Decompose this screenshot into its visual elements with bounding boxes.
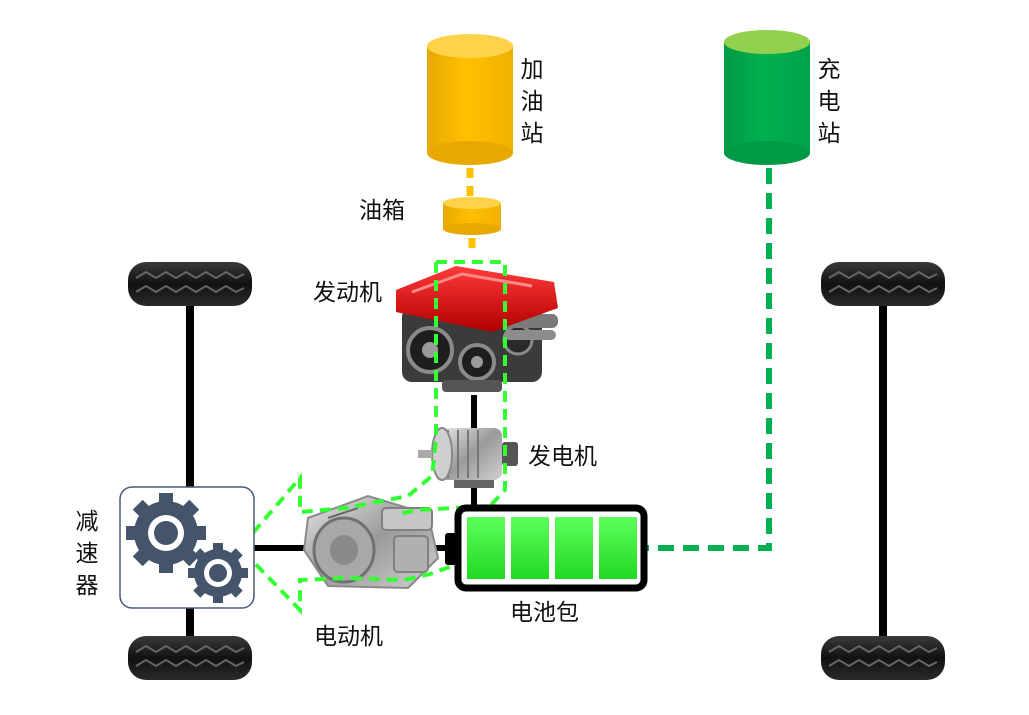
tire-icon <box>821 636 945 680</box>
battery-cell <box>467 517 505 579</box>
battery-pack-label: 电池包 <box>510 600 579 626</box>
charging-station-cylinder <box>724 30 810 165</box>
gear-icon <box>126 493 206 573</box>
reducer-label: 减 速 器 <box>75 509 99 599</box>
tire-icon <box>821 262 945 306</box>
generator-icon <box>418 427 518 488</box>
tire-icon <box>128 262 252 306</box>
battery-cell <box>511 517 549 579</box>
generator-label: 发电机 <box>528 444 597 470</box>
energy-flow-path <box>237 260 507 615</box>
motor-label: 电动机 <box>314 624 383 650</box>
battery-cell <box>555 517 593 579</box>
gas-station-label: 加 油 站 <box>520 57 544 147</box>
electric-motor-icon <box>302 494 440 590</box>
engine-icon <box>396 266 558 392</box>
charging-station-label: 充 电 站 <box>817 57 841 147</box>
fuel-tank-cylinder <box>443 197 501 235</box>
engine-label: 发动机 <box>313 280 382 306</box>
gas-station-cylinder <box>427 34 513 165</box>
gear-icon <box>188 543 248 603</box>
charge-link <box>646 168 772 551</box>
battery-cell <box>599 517 637 579</box>
tire-icon <box>128 636 252 680</box>
fuel-tank-label: 油箱 <box>359 198 405 224</box>
battery-pack-icon <box>445 504 648 592</box>
